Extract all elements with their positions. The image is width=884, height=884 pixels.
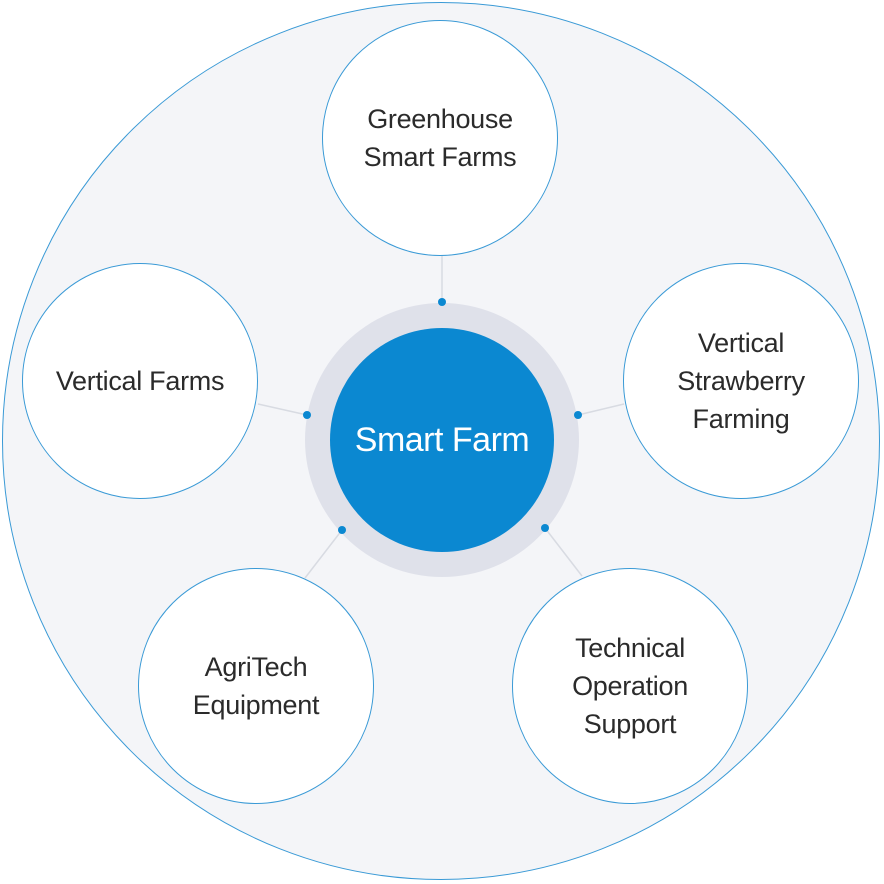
connector-strawberry bbox=[577, 403, 625, 416]
connector-agritech bbox=[304, 529, 343, 579]
dot-strawberry bbox=[574, 411, 582, 419]
dot-technical bbox=[541, 524, 549, 532]
node-greenhouse-smart-farms: Greenhouse Smart Farms bbox=[322, 20, 558, 256]
node-label: Vertical Farms bbox=[55, 366, 225, 396]
node-vertical-strawberry-farming: Vertical Strawberry Farming bbox=[623, 263, 859, 499]
dot-greenhouse bbox=[438, 298, 446, 306]
center-label: Smart Farm bbox=[354, 420, 530, 459]
node-label: Technical Operation Support bbox=[572, 633, 688, 739]
dot-vertical bbox=[303, 411, 311, 419]
dot-agritech bbox=[338, 526, 346, 534]
connector-technical bbox=[544, 527, 583, 577]
node-label: AgriTech Equipment bbox=[192, 652, 320, 720]
node-label: Greenhouse Smart Farms bbox=[363, 104, 517, 172]
node-label: Vertical Strawberry Farming bbox=[677, 328, 805, 434]
node-vertical-farms: Vertical Farms bbox=[22, 263, 258, 499]
center-circle: Smart Farm bbox=[330, 328, 554, 552]
node-agritech-equipment: AgriTech Equipment bbox=[138, 568, 374, 804]
connector-vertical bbox=[257, 403, 308, 416]
node-technical-operation-support: Technical Operation Support bbox=[512, 568, 748, 804]
